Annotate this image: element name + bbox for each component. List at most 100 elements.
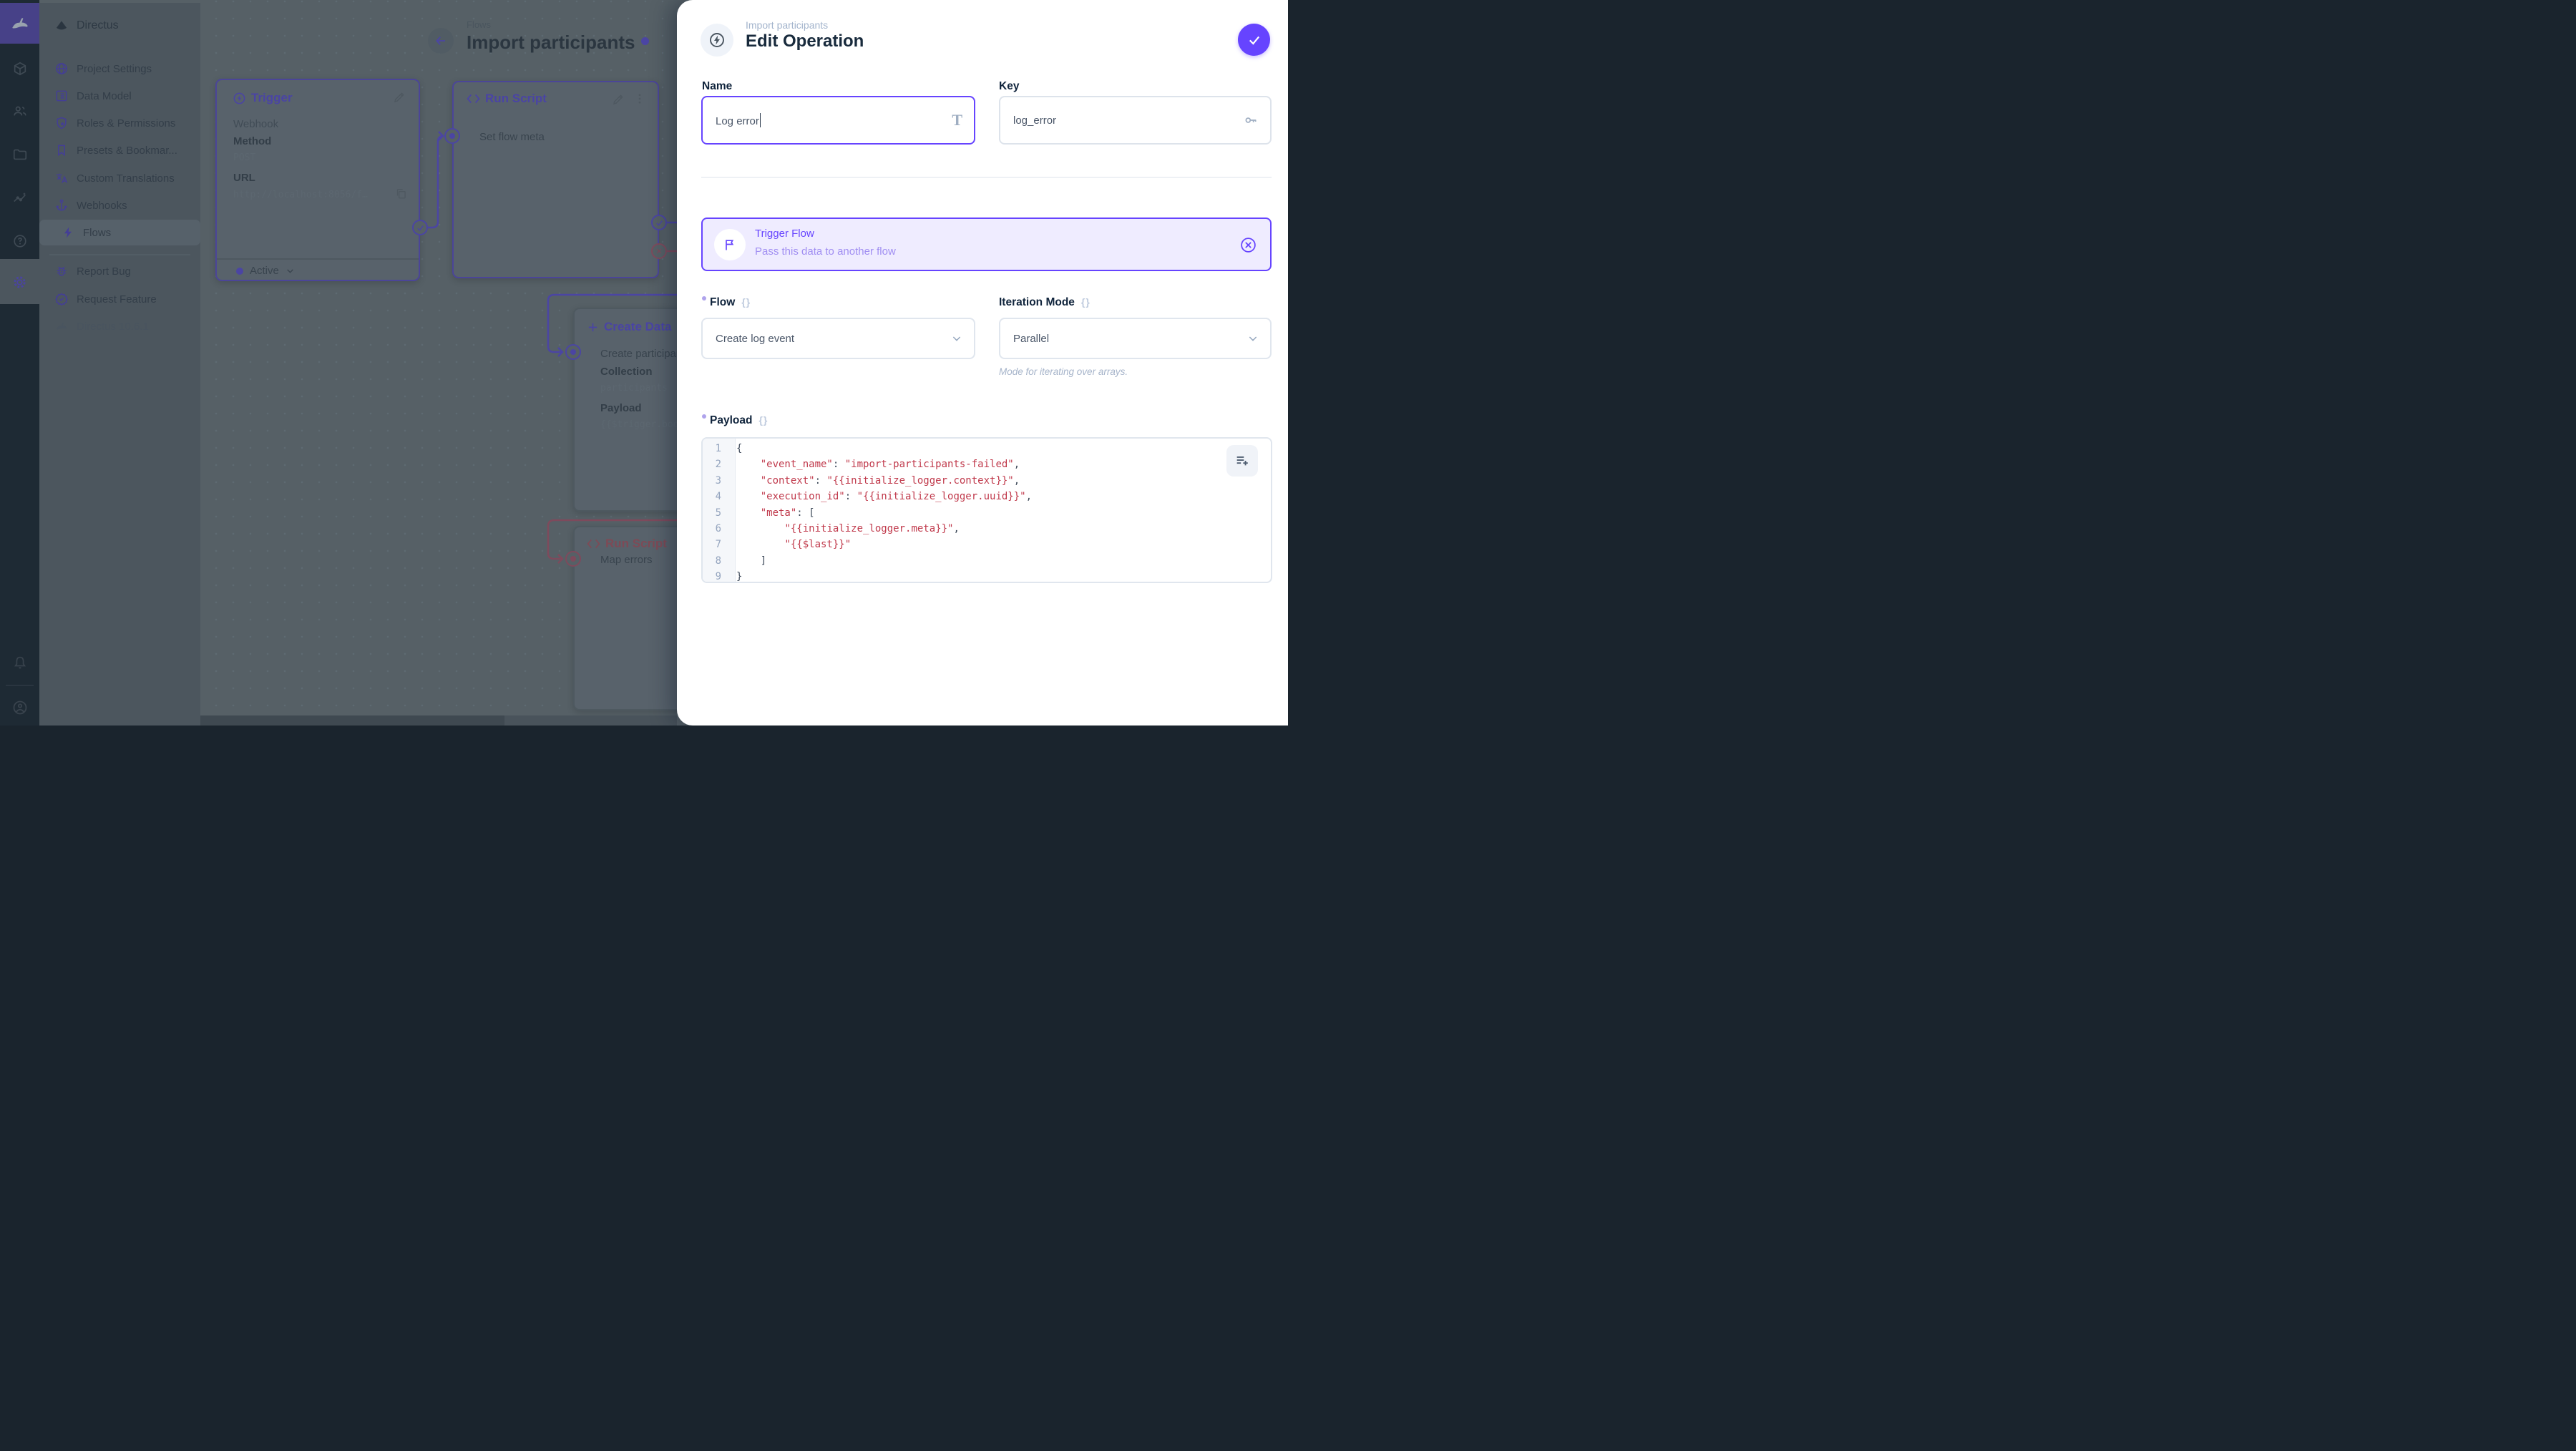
save-button[interactable] — [1238, 24, 1270, 56]
run-script-resolve-port[interactable] — [651, 215, 667, 230]
breadcrumb[interactable]: Flows — [467, 19, 491, 30]
sidebar-item-data-model[interactable]: Data Model — [39, 83, 200, 109]
map-errors-panel[interactable]: Run Script Map errors — [573, 526, 677, 710]
sidebar-item-webhooks[interactable]: Webhooks — [39, 192, 200, 218]
payload-label: Payload — [600, 402, 642, 414]
notifications-bell-icon[interactable] — [0, 647, 39, 678]
code-line[interactable]: 2 "event_name": "import-participants-fai… — [715, 459, 1020, 471]
bookmark-icon — [54, 143, 69, 157]
anchor-icon — [54, 198, 69, 212]
status-dot — [236, 267, 243, 275]
sidebar-item-roles-permissions[interactable]: Roles & Permissions — [39, 110, 200, 136]
run-script-input-port[interactable] — [444, 128, 460, 144]
arrow-left-icon — [436, 36, 445, 45]
plus-icon — [587, 321, 599, 333]
account-icon[interactable] — [0, 692, 39, 723]
shield-person-icon — [54, 116, 69, 130]
project-header[interactable]: Directus — [39, 10, 200, 41]
edit-trigger-pencil-icon[interactable] — [393, 91, 406, 104]
nav-divider — [49, 254, 190, 255]
module-insights-icon[interactable] — [0, 182, 39, 214]
payload-code-editor[interactable]: 1{ 2 "event_name": "import-participants-f… — [701, 437, 1272, 583]
key-value: log_error — [1013, 114, 1057, 127]
iteration-mode-label: Iteration Mode{} — [999, 296, 1091, 308]
code-line[interactable]: 1{ — [715, 443, 743, 454]
trigger-panel[interactable]: Trigger Webhook Method POST URL http://l… — [215, 79, 420, 281]
back-button[interactable] — [428, 28, 454, 54]
key-input[interactable]: log_error — [999, 96, 1272, 145]
sidebar-item-version: Directus 10.6.1 — [39, 313, 200, 339]
operation-bolt-icon — [701, 24, 733, 57]
method-label: Method — [233, 135, 272, 147]
banner-title: Trigger Flow — [755, 228, 814, 240]
flow-select[interactable]: Create log event — [701, 318, 975, 359]
sidebar-item-flows[interactable]: Flows — [39, 220, 200, 245]
sidebar-item-request-feature[interactable]: Request Feature — [39, 286, 200, 312]
rabbit-logo-icon — [9, 13, 31, 34]
code-gutter — [703, 439, 736, 582]
code-line[interactable]: 6 "{{initialize_logger.meta}}", — [715, 522, 960, 534]
edit-operation-pencil-icon[interactable] — [612, 93, 625, 106]
globe-icon — [54, 62, 69, 76]
module-help-icon[interactable] — [0, 225, 39, 257]
trigger-resolve-port[interactable] — [412, 220, 428, 235]
flow-connectors — [428, 131, 677, 564]
payload-preview: {{$trigger.bod — [600, 419, 677, 430]
project-name: Directus — [77, 19, 119, 31]
page-title: Import participants — [467, 31, 635, 53]
version-label: Directus 10.6.1 — [77, 320, 149, 333]
flow-status-toggle[interactable]: Active — [236, 265, 295, 277]
run-script-reject-port[interactable] — [651, 243, 667, 259]
name-value: Log error — [716, 115, 759, 127]
trigger-type: Webhook — [233, 118, 279, 130]
playlist-add-button[interactable] — [1226, 445, 1258, 477]
check-icon — [1249, 36, 1259, 45]
scrollbar-thumb[interactable] — [200, 715, 504, 726]
run-script-panel[interactable]: Run Script Set flow meta — [452, 81, 659, 278]
module-content-icon[interactable] — [0, 53, 39, 84]
create-data-panel[interactable]: Create Data Create participant Collectio… — [573, 308, 677, 512]
module-users-icon[interactable] — [0, 95, 39, 127]
sidebar-item-presets-bookmarks[interactable]: Presets & Bookmar... — [39, 137, 200, 163]
code-line[interactable]: 5 "meta": [ — [715, 507, 815, 519]
payload-label: Payload{} — [702, 414, 768, 427]
module-settings-icon[interactable] — [0, 266, 39, 298]
sidebar-item-project-settings[interactable]: Project Settings — [39, 56, 200, 82]
map-errors-input-port[interactable] — [565, 551, 581, 567]
directus-logo-tile[interactable] — [0, 3, 39, 44]
module-bar — [0, 0, 39, 726]
key-icon — [1243, 112, 1259, 128]
code-line[interactable]: 3 "context": "{{initialize_logger.contex… — [715, 474, 1020, 487]
list-icon — [54, 89, 69, 103]
name-label: Name — [702, 80, 733, 92]
code-line[interactable]: 4 "execution_id": "{{initialize_logger.u… — [715, 491, 1033, 503]
bug-icon — [54, 264, 69, 278]
key-label: Key — [999, 80, 1020, 92]
create-data-input-port[interactable] — [565, 344, 581, 360]
name-input[interactable]: Log error T — [701, 96, 975, 145]
flag-icon — [714, 229, 746, 260]
kebab-menu-icon[interactable] — [633, 92, 646, 105]
project-shield-icon — [54, 19, 69, 33]
collection-value: participants — [600, 383, 668, 394]
remove-trigger-flow-icon[interactable] — [1239, 236, 1257, 254]
run-script-name: Set flow meta — [479, 131, 545, 143]
module-active-indicator — [0, 259, 39, 304]
copy-url-icon[interactable] — [395, 187, 407, 200]
horizontal-scrollbar[interactable] — [200, 715, 677, 726]
collection-label: Collection — [600, 366, 653, 378]
required-dot — [702, 414, 706, 419]
flow-canvas[interactable]: Trigger Webhook Method POST URL http://l… — [200, 0, 677, 726]
module-files-icon[interactable] — [0, 139, 39, 170]
sidebar-item-report-bug[interactable]: Report Bug — [39, 258, 200, 284]
code-line[interactable]: 8 ] — [715, 554, 767, 567]
payload-code-lines[interactable]: 1{ 2 "event_name": "import-participants-f… — [703, 441, 1271, 583]
text-cursor — [759, 113, 761, 127]
iteration-mode-select[interactable]: Parallel — [999, 318, 1272, 359]
sidebar-item-custom-translations[interactable]: Custom Translations — [39, 165, 200, 191]
code-line[interactable]: 9} — [715, 571, 743, 583]
code-line[interactable]: 7 "{{$last}}" — [715, 539, 852, 551]
url-value: http://localhost:8056/f… — [233, 190, 368, 200]
trigger-flow-banner[interactable]: Trigger Flow Pass this data to another f… — [701, 218, 1272, 271]
create-data-name: Create participant — [600, 348, 677, 360]
